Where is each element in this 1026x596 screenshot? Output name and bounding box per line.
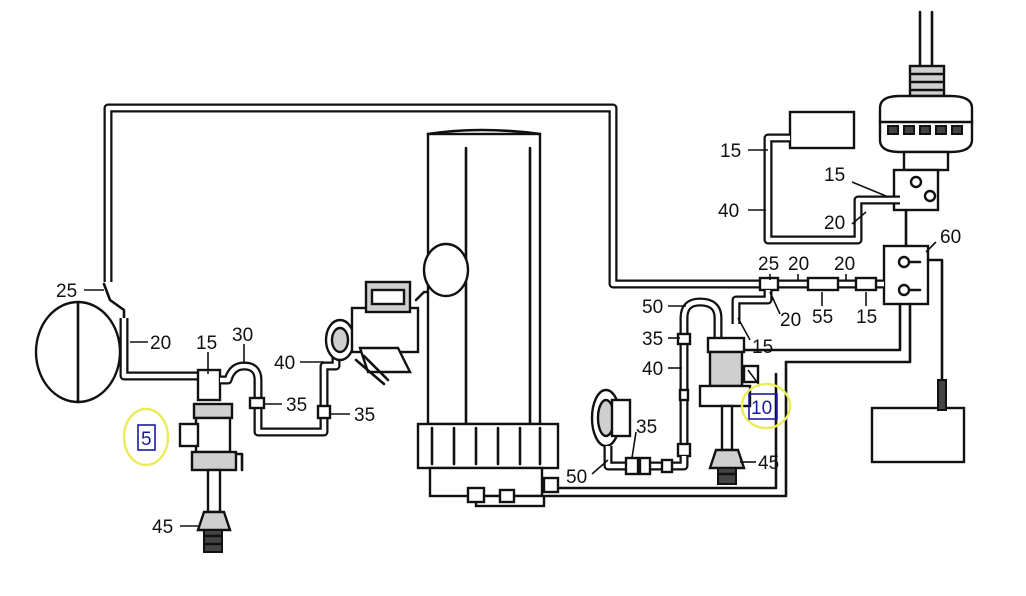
label-15-top: 15 bbox=[720, 141, 741, 162]
label-35-center: 35 bbox=[354, 405, 375, 426]
label-25-left: 25 bbox=[56, 281, 77, 302]
callout-10-text: 10 bbox=[751, 398, 772, 419]
label-30: 30 bbox=[232, 325, 253, 346]
main-line-loop bbox=[103, 103, 765, 289]
label-40-left: 40 bbox=[274, 353, 295, 374]
label-15-actuator: 15 bbox=[824, 165, 845, 186]
u-loop-line bbox=[220, 346, 341, 437]
part-number-labels: 25 20 15 30 40 35 35 45 15 40 15 20 60 2… bbox=[56, 141, 961, 538]
label-20-right-a: 20 bbox=[788, 254, 809, 275]
callout-5[interactable]: 5 bbox=[122, 407, 170, 467]
central-column bbox=[416, 128, 560, 508]
label-15-left: 15 bbox=[196, 333, 217, 354]
label-15-valve: 15 bbox=[752, 337, 773, 358]
left-valve-assembly bbox=[178, 368, 244, 553]
upper-right-line bbox=[731, 276, 884, 324]
label-20-right-b: 20 bbox=[834, 254, 855, 275]
label-35-left: 35 bbox=[286, 395, 307, 416]
label-45-right: 45 bbox=[758, 453, 779, 474]
label-20-left: 20 bbox=[150, 333, 171, 354]
label-15-right: 15 bbox=[856, 307, 877, 328]
leader-lines bbox=[84, 149, 937, 527]
label-20-right-c: 20 bbox=[780, 310, 801, 331]
right-valve-assembly bbox=[676, 297, 760, 485]
label-60: 60 bbox=[940, 227, 961, 248]
label-40-right: 40 bbox=[642, 359, 663, 380]
lower-return-line bbox=[544, 360, 788, 498]
right-valve-bank bbox=[882, 244, 944, 382]
label-50-lower: 50 bbox=[566, 467, 587, 488]
label-20-top: 20 bbox=[824, 213, 845, 234]
top-right-reservoir bbox=[763, 110, 900, 245]
left-tank bbox=[34, 282, 126, 404]
label-25-right: 25 bbox=[758, 254, 779, 275]
top-right-actuator bbox=[878, 10, 974, 212]
left-supply-line bbox=[119, 318, 213, 400]
label-55: 55 bbox=[812, 307, 833, 328]
label-50-upper: 50 bbox=[642, 297, 663, 318]
label-35-lower: 35 bbox=[636, 417, 657, 438]
label-35-upper: 35 bbox=[642, 329, 663, 350]
callout-10[interactable]: 10 bbox=[740, 382, 792, 430]
label-45-left: 45 bbox=[152, 517, 173, 538]
center-left-pump bbox=[324, 280, 436, 386]
right-vertical-lines bbox=[718, 208, 912, 364]
lower-center-pump bbox=[590, 388, 689, 476]
callout-5-text: 5 bbox=[141, 429, 152, 450]
label-40-top: 40 bbox=[718, 201, 739, 222]
right-box bbox=[870, 379, 966, 464]
